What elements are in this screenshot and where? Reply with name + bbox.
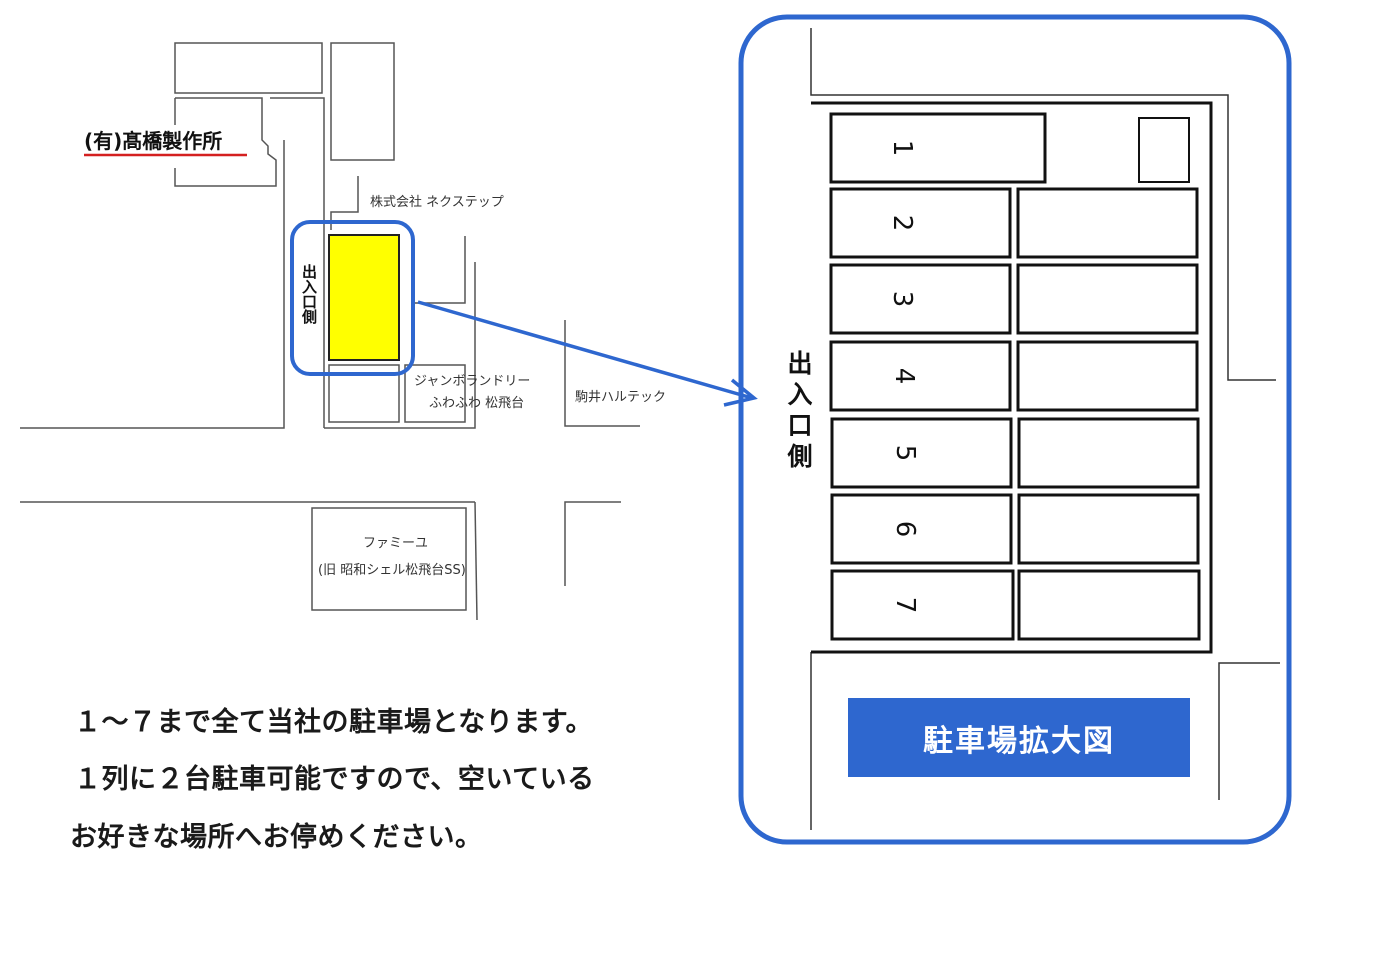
landmark-laundry: ジャンボランドリー xyxy=(414,374,531,389)
landmark-famiyu-sub: (旧 昭和シェル松飛台SS) xyxy=(318,563,466,578)
parking-slot xyxy=(829,340,1012,412)
slot-number-2: 2 xyxy=(887,214,917,232)
landmark-laundry-sub: ふわふわ 松飛台 xyxy=(429,396,525,411)
parking-slot xyxy=(830,569,1015,641)
road-edge xyxy=(270,97,325,428)
building-block xyxy=(330,42,395,161)
note-line-3: お好きな場所へお停めください。 xyxy=(70,822,483,853)
note-line-2: １列に２台駐車可能ですので、空いている xyxy=(74,764,595,795)
parking-slot xyxy=(829,187,1012,259)
note-line-1: １～７まで全て当社の駐車場となります。 xyxy=(74,707,593,738)
parking-slot xyxy=(830,493,1013,565)
parking-slot xyxy=(829,263,1012,335)
slot-number-1: 1 xyxy=(887,139,917,157)
slot-number-3: 3 xyxy=(887,290,917,308)
pointer-arrow xyxy=(417,300,753,400)
parking-slot xyxy=(1016,263,1199,335)
entrance-label-large: 出入口側 xyxy=(784,350,813,474)
landmark-komai: 駒井ハルテック xyxy=(575,390,667,405)
parking-lot-frame xyxy=(290,220,415,376)
parking-slot xyxy=(1016,340,1199,412)
banner-bg xyxy=(848,698,1190,777)
famiyu-building xyxy=(311,507,467,611)
road-edge xyxy=(20,140,285,429)
landmark-famiyu: ファミーユ xyxy=(363,536,429,551)
slot-number-7: 7 xyxy=(890,596,920,614)
lot-outline xyxy=(811,101,1213,654)
parking-slot xyxy=(1017,493,1200,565)
parking-slot xyxy=(1017,417,1200,489)
detail-banner: 駐車場拡大図 xyxy=(923,723,1115,759)
building-block xyxy=(174,42,323,94)
slot-number-5: 5 xyxy=(890,444,920,462)
slot-number-4: 4 xyxy=(889,367,919,385)
parking-slot xyxy=(1016,187,1199,259)
company-label: (有)髙橋製作所 xyxy=(84,129,223,153)
company-building xyxy=(174,97,277,187)
small-box xyxy=(1138,117,1190,183)
detail-frame xyxy=(738,14,1292,845)
parking-slot xyxy=(829,112,1047,184)
parking-slot xyxy=(1017,569,1201,641)
parking-lot-highlight xyxy=(328,234,400,361)
slot-number-6: 6 xyxy=(890,520,920,538)
parking-slot xyxy=(830,417,1013,489)
landmark-nextep: 株式会社 ネクステップ xyxy=(370,195,504,210)
entrance-label-small: 出入口側 xyxy=(300,264,318,324)
